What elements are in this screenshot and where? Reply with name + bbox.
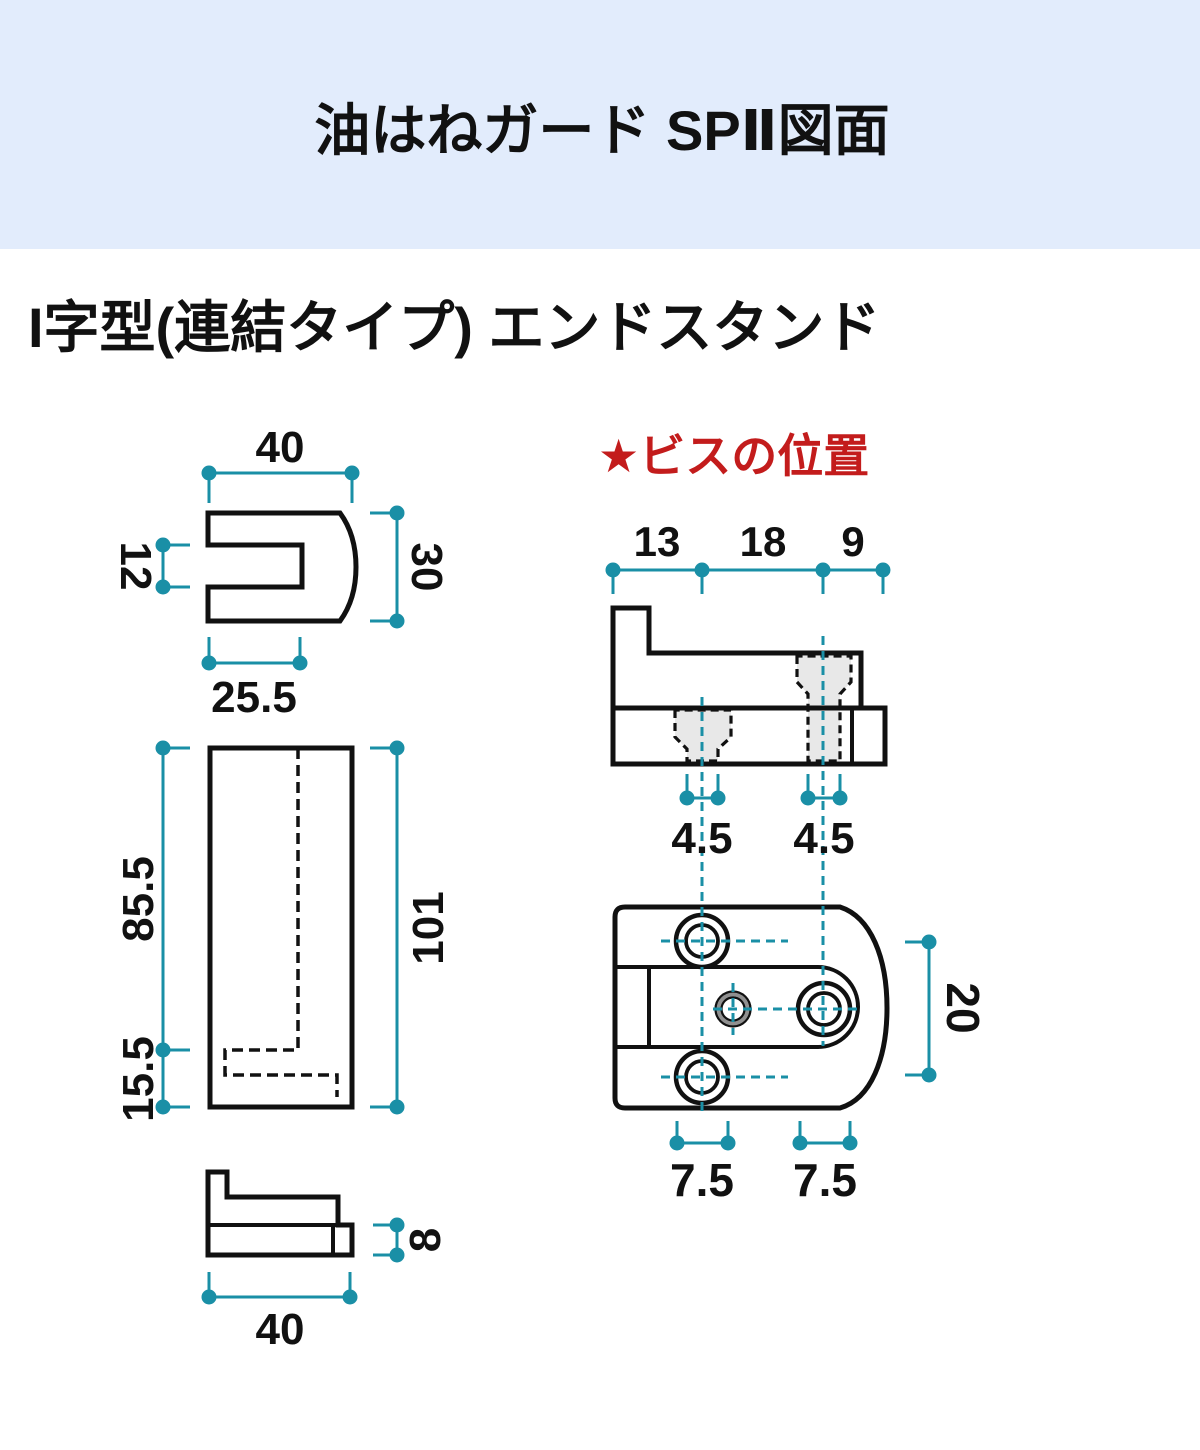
dim-label-slot-depth: 25.5: [211, 673, 297, 722]
page-title: 油はねガード SPⅡ図面: [314, 99, 889, 162]
dim-label-profile-height: 30: [402, 543, 451, 592]
top-slot: [615, 965, 860, 1049]
dim-label-top-height: 20: [937, 982, 989, 1033]
side-inner-lines: [208, 1223, 338, 1255]
dim-front-left: 85.5 15.5: [114, 740, 190, 1122]
dim-hole-left-75: 7.5: [669, 1121, 736, 1206]
dim-side-width: 40: [201, 1272, 358, 1354]
dim-label-seg-left: 13: [634, 518, 681, 565]
screw-position-label: ★ビスの位置: [598, 430, 869, 482]
view-side: 8 40: [201, 1169, 450, 1354]
front-outline: [207, 745, 355, 1110]
header-band: [0, 0, 1200, 249]
dim-base-height: 8: [373, 1217, 450, 1263]
front-profile-outline: [205, 510, 359, 624]
view-front: 85.5 15.5 101: [114, 740, 453, 1122]
dim-screw-left-45: 4.5: [671, 774, 733, 863]
dim-label-upper: 85.5: [114, 856, 163, 942]
dim-label-seg-right: 9: [841, 518, 864, 565]
side-outline: [205, 1169, 355, 1258]
dim-front-total: 101: [370, 740, 453, 1115]
dim-label-base-height: 8: [401, 1228, 450, 1252]
dim-label-seg-mid: 18: [740, 518, 787, 565]
dim-label-hole-right: 7.5: [793, 1154, 857, 1206]
view-front-profile: 40 12 30 25.5: [111, 423, 451, 722]
dim-screw-spacing: 13 18 9: [605, 518, 891, 594]
dim-label-width-top: 40: [256, 423, 305, 472]
dim-label-lower: 15.5: [114, 1036, 163, 1122]
subtitle: I字型(連結タイプ) エンドスタンド: [28, 296, 880, 359]
dim-slot-height: 12: [111, 537, 190, 595]
front-hidden-slot: [223, 748, 339, 1097]
view-screw-side: 13 18 9: [605, 518, 891, 767]
dim-label-total: 101: [404, 891, 453, 964]
dim-hole-right-75: 7.5: [792, 1121, 858, 1206]
dim-top-height-20: 20: [905, 934, 989, 1083]
dim-label-side-width: 40: [256, 1305, 305, 1354]
dim-slot-depth: 25.5: [201, 637, 308, 722]
dim-screw-right-45: 4.5: [793, 774, 855, 863]
dim-profile-height: 30: [370, 505, 451, 629]
dim-label-slot-height: 12: [111, 542, 160, 591]
dim-label-screw-right: 4.5: [793, 814, 854, 863]
dim-top-width: 40: [201, 423, 360, 503]
dim-label-hole-left: 7.5: [670, 1154, 734, 1206]
centerlines: [661, 636, 857, 1113]
dim-label-screw-left: 4.5: [671, 814, 732, 863]
